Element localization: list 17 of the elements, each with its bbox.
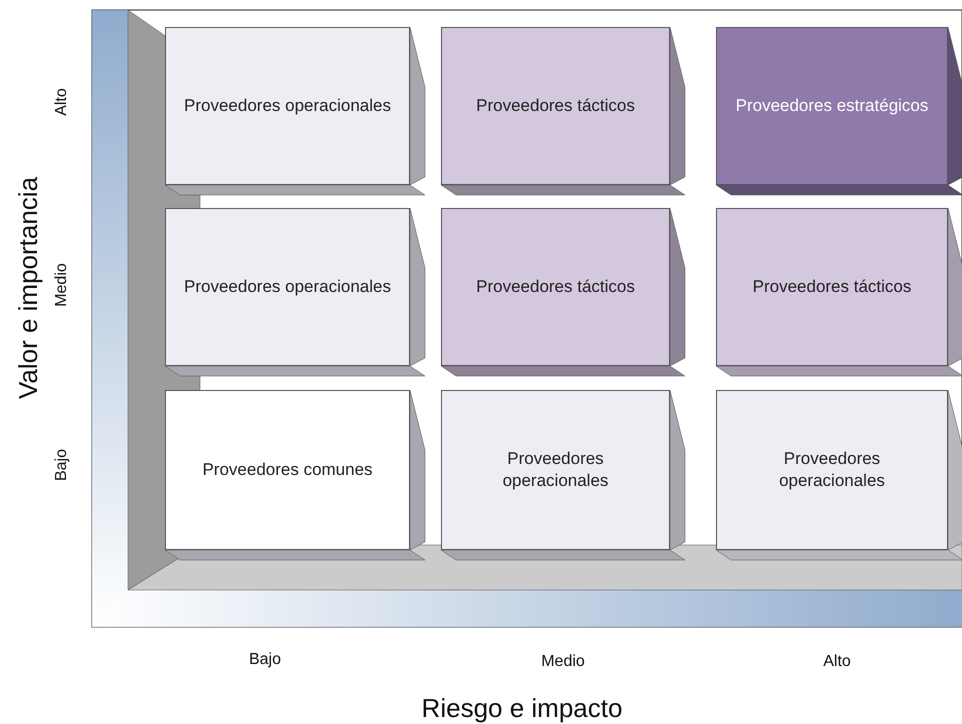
axis-tick-label: Alto — [823, 654, 851, 670]
supplier-box: Proveedores operacionales — [165, 27, 410, 185]
axis-tick-label: Bajo — [248, 652, 282, 668]
axis-tick-label: Bajo — [54, 448, 70, 482]
supplier-box: Proveedores tácticos — [441, 27, 670, 185]
supplier-box: Proveedores estratégicos — [716, 27, 948, 185]
supplier-box: Proveedores operacionales — [716, 390, 948, 550]
axis-title: Valor e importancia — [15, 176, 41, 400]
supplier-box: Proveedores operacionales — [441, 390, 670, 550]
supplier-box: Proveedores tácticos — [441, 208, 670, 366]
axis-title: Riesgo e impacto — [422, 695, 622, 721]
supplier-box: Proveedores operacionales — [165, 208, 410, 366]
supplier-box: Proveedores tácticos — [716, 208, 948, 366]
axis-tick-label: Alto — [54, 88, 70, 116]
supplier-box: Proveedores comunes — [165, 390, 410, 550]
axis-tick-label: Medio — [54, 263, 70, 307]
axis-tick-label: Medio — [541, 654, 585, 670]
